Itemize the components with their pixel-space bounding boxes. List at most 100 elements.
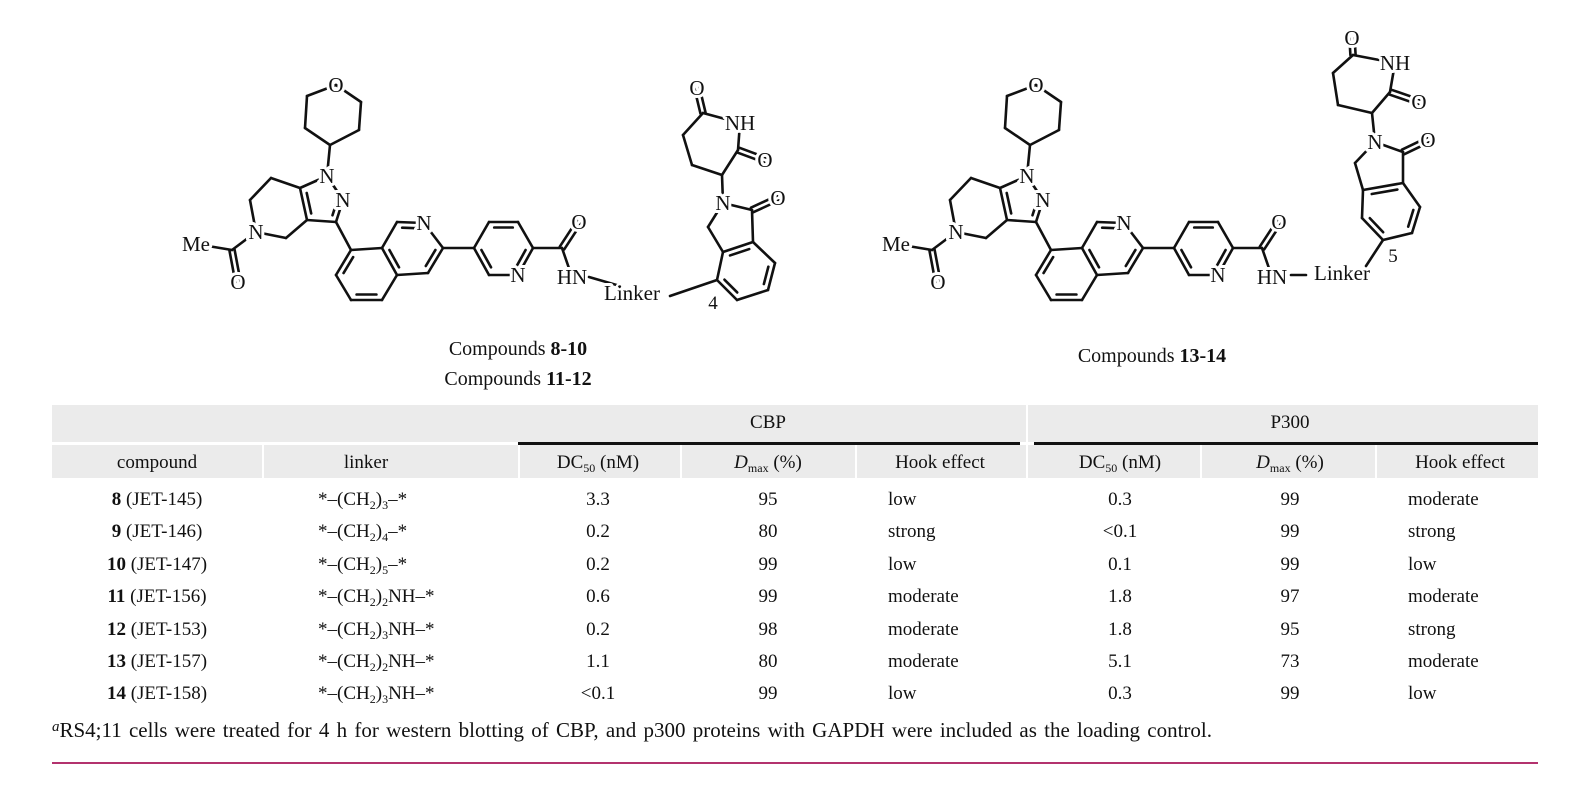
bond (357, 100, 363, 132)
linker-text: –* (388, 521, 408, 543)
oxygen-label: O (1271, 210, 1286, 234)
cbp-hook-effect: low (888, 489, 917, 510)
double-bond-line (749, 194, 779, 209)
cbp-dmax: 95 (758, 489, 778, 510)
bond (1028, 128, 1061, 147)
nitrogen-label: N (715, 191, 730, 215)
p300-dmax: 99 (1280, 683, 1300, 705)
bond (1003, 94, 1009, 130)
p300-dmax: 73 (1280, 651, 1300, 672)
double-bond-line (305, 191, 313, 215)
double-bond-line (388, 248, 401, 269)
header-subscript: max (1269, 461, 1291, 475)
double-bond-line (1406, 208, 1415, 228)
bond (1331, 71, 1340, 107)
bond (334, 248, 353, 277)
oxygen-label: O (930, 270, 945, 294)
linker-label: Linker (604, 281, 660, 305)
linker-subscript: 5 (382, 562, 389, 577)
bond (254, 230, 288, 240)
linker-text: –* (388, 553, 408, 575)
nitrogen-label: N (1367, 130, 1382, 154)
header-dc50-cbp: DC50 (nM) (557, 451, 639, 475)
bond (1172, 246, 1191, 277)
bond (720, 173, 725, 205)
linker-subscript: 2 (369, 595, 376, 610)
header-separator (518, 445, 520, 478)
compound-series-caption: Compounds 11-12 (444, 368, 591, 390)
bond (1080, 273, 1099, 302)
linker-bond (587, 275, 622, 288)
compound-code: (JET-157) (125, 651, 208, 672)
footnote-text: RS4;11 cells were treated for 4 h for we… (59, 718, 1213, 742)
cbp-hook-effect: moderate (888, 586, 959, 608)
double-bond-line (1088, 248, 1101, 269)
double-bond-line (424, 248, 437, 268)
bond (269, 176, 302, 190)
double-bond-line (514, 248, 527, 269)
header-band-bottom (52, 445, 1538, 478)
cbp-dc50: 0.6 (586, 586, 610, 608)
header-unit: (%) (768, 452, 802, 473)
nitrogen-label: N (1210, 263, 1225, 287)
compound-series-caption: Compounds 8-10 (449, 338, 587, 360)
compound-cell: 14 (JET-158) (107, 682, 207, 706)
methyl-label: Me (882, 232, 910, 256)
double-bond-line (933, 248, 942, 283)
cbp-dc50: 3.3 (586, 489, 610, 510)
p300-hook-effect: strong (1408, 618, 1456, 640)
double-bond-line (728, 247, 751, 257)
header-main: D (734, 452, 748, 473)
caption-prefix: Compounds (1078, 345, 1180, 367)
bond (1370, 90, 1392, 115)
header-separator (680, 445, 682, 478)
nitrogen-label: N (1019, 164, 1034, 188)
linker-subscript: 2 (382, 660, 389, 674)
bond (248, 198, 258, 234)
bond (472, 220, 491, 250)
double-bond-line (1031, 199, 1039, 217)
bond (1172, 220, 1191, 250)
cbp-hook-effect: moderate (888, 651, 959, 672)
bond (1126, 246, 1145, 275)
bond (349, 246, 384, 252)
bond (984, 218, 1009, 240)
nitrogen-label: N (248, 220, 263, 244)
bond (1260, 246, 1274, 279)
bond (998, 174, 1029, 190)
caption-compound-range: 8-10 (551, 338, 588, 360)
bond (1003, 126, 1032, 147)
bond (305, 83, 338, 98)
linker-text: –* (388, 489, 408, 510)
bond (1034, 198, 1045, 224)
double-bond-line (693, 87, 702, 115)
compound-cell: 9 (JET-146) (112, 520, 203, 544)
compound-cell: 8 (JET-145) (112, 488, 203, 512)
compound-number: 12 (106, 618, 126, 640)
compound-number: 14 (106, 683, 126, 705)
bond (516, 220, 535, 250)
linker-text: *–(CH (318, 489, 370, 510)
compound-code: (JET-147) (125, 553, 208, 575)
oxygen-label: O (230, 270, 245, 294)
linker-subscript: 4 (382, 530, 389, 545)
amide-nh-label: HN (557, 265, 587, 289)
header-separator (1026, 405, 1028, 478)
header-main: D (1256, 452, 1270, 473)
nitrogen-label: N (948, 220, 963, 244)
bond (1410, 205, 1422, 235)
linker-text: NH–* (388, 618, 435, 640)
header-linker: linker (343, 452, 389, 473)
double-bond-line (558, 219, 579, 248)
header-separator (262, 445, 264, 478)
bond (736, 121, 742, 152)
bond (284, 218, 309, 240)
bond (1005, 83, 1038, 98)
p300-group-rule (1034, 442, 1538, 445)
bond (516, 246, 535, 277)
linker-subscript: 2 (369, 498, 376, 512)
caption-prefix: Compounds (449, 338, 551, 360)
header-separator (855, 445, 857, 478)
cbp-dmax: 99 (758, 586, 778, 608)
